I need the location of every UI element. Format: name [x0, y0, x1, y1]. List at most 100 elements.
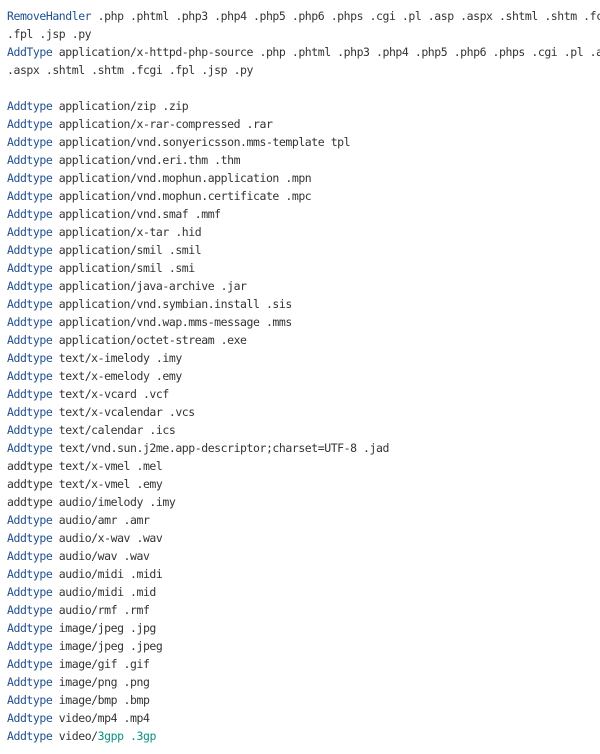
directive-keyword: Addtype	[7, 549, 53, 563]
directive-arguments: application/java-archive .jar	[52, 279, 247, 293]
directive-arguments: image/gif .gif	[52, 657, 150, 671]
directive-arguments: application/zip .zip	[52, 99, 189, 113]
directive-keyword: Addtype	[7, 639, 53, 653]
directive-keyword: Addtype	[7, 243, 53, 257]
directive-keyword: Addtype	[7, 675, 53, 689]
code-line: Addtype application/smil .smi	[7, 259, 600, 277]
code-line: Addtype image/png .png	[7, 673, 600, 691]
code-line: addtype text/x-vmel .emy	[7, 475, 600, 493]
directive-arguments: image/bmp .bmp	[52, 693, 150, 707]
directive-arguments: addtype text/x-vmel .mel	[7, 459, 163, 473]
directive-keyword: Addtype	[7, 585, 53, 599]
code-line: .fpl .jsp .py	[7, 25, 600, 43]
directive-keyword: Addtype	[7, 387, 53, 401]
directive-arguments: application/vnd.symbian.install .sis	[52, 297, 293, 311]
code-line: addtype audio/imelody .imy	[7, 493, 600, 511]
code-line: Addtype application/octet-stream .exe	[7, 331, 600, 349]
directive-arguments: application/x-tar .hid	[52, 225, 202, 239]
code-line: .aspx .shtml .shtm .fcgi .fpl .jsp .py	[7, 61, 600, 79]
directive-arguments: audio/midi .mid	[52, 585, 157, 599]
code-line: Addtype application/vnd.sonyericsson.mms…	[7, 133, 600, 151]
directive-arguments: text/vnd.sun.j2me.app-descriptor;charset…	[52, 441, 390, 455]
code-line: Addtype application/x-tar .hid	[7, 223, 600, 241]
code-line: Addtype application/x-rar-compressed .ra…	[7, 115, 600, 133]
directive-keyword: Addtype	[7, 153, 53, 167]
numeric-token: 3gpp .3gp	[97, 729, 157, 743]
directive-arguments: audio/rmf .rmf	[52, 603, 150, 617]
directive-keyword: Addtype	[7, 567, 53, 581]
directive-arguments: addtype audio/imelody .imy	[7, 495, 176, 509]
directive-arguments: application/x-rar-compressed .rar	[52, 117, 273, 131]
directive-keyword: Addtype	[7, 261, 53, 275]
directive-keyword: Addtype	[7, 315, 53, 329]
code-line: Addtype application/smil .smil	[7, 241, 600, 259]
code-line: Addtype audio/rmf .rmf	[7, 601, 600, 619]
directive-keyword: Addtype	[7, 441, 53, 455]
directive-keyword: Addtype	[7, 297, 53, 311]
directive-arguments: application/vnd.wap.mms-message .mms	[52, 315, 293, 329]
directive-keyword: Addtype	[7, 279, 53, 293]
code-line: Addtype application/vnd.mophun.applicati…	[7, 169, 600, 187]
code-line: Addtype application/vnd.eri.thm .thm	[7, 151, 600, 169]
directive-keyword: Addtype	[7, 99, 53, 113]
directive-arguments: image/jpeg .jpeg	[52, 639, 163, 653]
directive-keyword: Addtype	[7, 369, 53, 383]
directive-keyword: Addtype	[7, 207, 53, 221]
code-line: Addtype audio/midi .midi	[7, 565, 600, 583]
directive-arguments: application/vnd.eri.thm .thm	[52, 153, 241, 167]
directive-arguments: text/x-emelody .emy	[52, 369, 182, 383]
directive-arguments: .fpl .jsp .py	[7, 27, 92, 41]
code-line: Addtype application/java-archive .jar	[7, 277, 600, 295]
directive-keyword: Addtype	[7, 531, 53, 545]
directive-arguments: audio/amr .amr	[52, 513, 150, 527]
directive-arguments: image/jpeg .jpg	[52, 621, 157, 635]
directive-keyword: Addtype	[7, 711, 53, 725]
code-line: AddType application/x-httpd-php-source .…	[7, 43, 600, 61]
directive-arguments: audio/wav .wav	[52, 549, 150, 563]
directive-keyword: Addtype	[7, 351, 53, 365]
directive-keyword: Addtype	[7, 225, 53, 239]
directive-keyword: AddType	[7, 45, 53, 59]
directive-keyword: Addtype	[7, 513, 53, 527]
directive-keyword: Addtype	[7, 333, 53, 347]
code-line: Addtype application/vnd.mophun.certifica…	[7, 187, 600, 205]
directive-arguments: application/vnd.smaf .mmf	[52, 207, 221, 221]
code-line: Addtype text/x-vcard .vcf	[7, 385, 600, 403]
directive-keyword: Addtype	[7, 423, 53, 437]
code-line: Addtype application/vnd.symbian.install …	[7, 295, 600, 313]
code-line: Addtype audio/midi .mid	[7, 583, 600, 601]
directive-arguments: application/smil .smi	[52, 261, 195, 275]
directive-arguments: text/x-vcalendar .vcs	[52, 405, 195, 419]
directive-keyword: Addtype	[7, 117, 53, 131]
code-line: Addtype text/x-vcalendar .vcs	[7, 403, 600, 421]
code-line: Addtype video/mp4 .mp4	[7, 709, 600, 727]
code-line: Addtype audio/wav .wav	[7, 547, 600, 565]
directive-arguments: application/octet-stream .exe	[52, 333, 247, 347]
code-line: Addtype text/vnd.sun.j2me.app-descriptor…	[7, 439, 600, 457]
directive-keyword: Addtype	[7, 603, 53, 617]
directive-keyword: Addtype	[7, 729, 53, 743]
directive-keyword: Addtype	[7, 135, 53, 149]
directive-keyword: RemoveHandler	[7, 9, 92, 23]
directive-arguments: audio/x-wav .wav	[52, 531, 163, 545]
code-line: Addtype text/calendar .ics	[7, 421, 600, 439]
directive-keyword: Addtype	[7, 693, 53, 707]
code-line: Addtype text/x-imelody .imy	[7, 349, 600, 367]
code-line: Addtype image/jpeg .jpeg	[7, 637, 600, 655]
code-line: RemoveHandler .php .phtml .php3 .php4 .p…	[7, 7, 600, 25]
directive-arguments: addtype text/x-vmel .emy	[7, 477, 163, 491]
code-line: Addtype audio/x-wav .wav	[7, 529, 600, 547]
directive-keyword: Addtype	[7, 621, 53, 635]
code-line: addtype text/x-vmel .mel	[7, 457, 600, 475]
directive-arguments: application/vnd.mophun.certificate .mpc	[52, 189, 312, 203]
directive-arguments: video/	[52, 729, 98, 743]
code-line: Addtype image/gif .gif	[7, 655, 600, 673]
directive-arguments: image/png .png	[52, 675, 150, 689]
directive-arguments: application/x-httpd-php-source .php .pht…	[52, 45, 600, 59]
directive-keyword: Addtype	[7, 405, 53, 419]
directive-keyword: Addtype	[7, 189, 53, 203]
code-line: Addtype video/3gpp .3gp	[7, 727, 600, 745]
blank-line	[7, 79, 600, 97]
code-line: Addtype application/zip .zip	[7, 97, 600, 115]
code-line: Addtype image/jpeg .jpg	[7, 619, 600, 637]
